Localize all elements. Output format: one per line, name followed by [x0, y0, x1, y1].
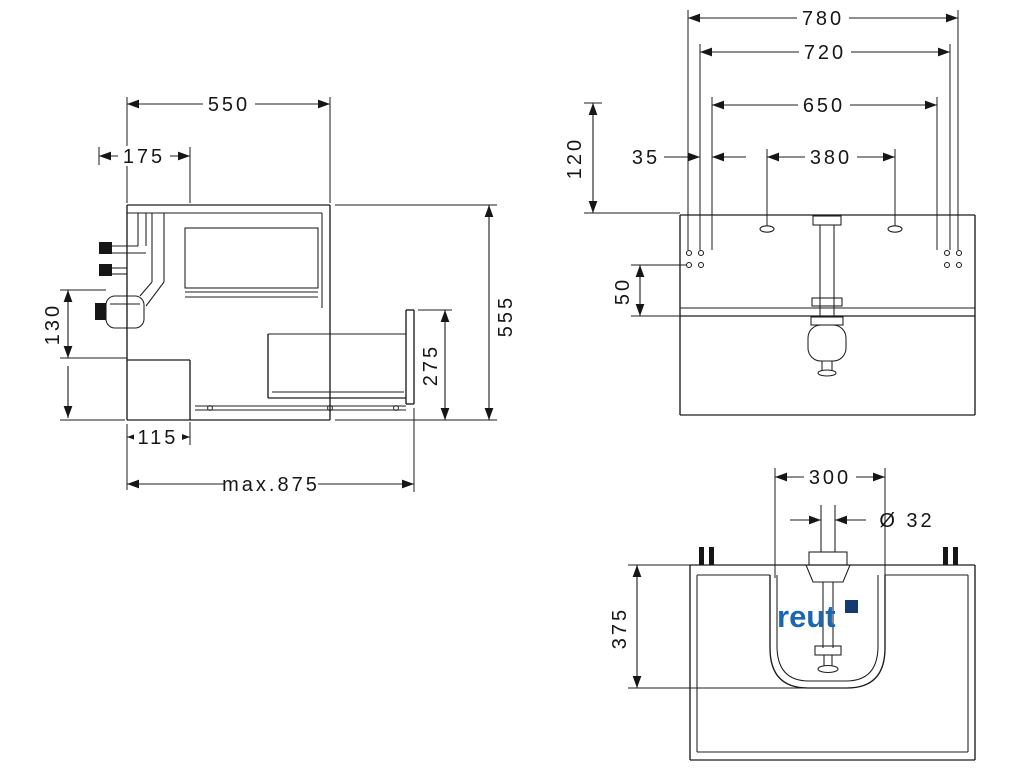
reuter-logo-text: reut	[777, 599, 836, 634]
wall-brackets	[699, 547, 958, 565]
screw-holes	[685, 249, 963, 269]
dim-380: 380	[766, 147, 896, 226]
dim-175-label: 175	[123, 146, 165, 168]
dim-780-label: 780	[802, 8, 844, 30]
dim-115-label: 115	[138, 427, 179, 449]
dim-275-label: 275	[420, 344, 442, 386]
dim-650: 650	[711, 95, 938, 250]
dim-diameter-32: Ø 32	[790, 510, 934, 532]
front-cabinet-outline	[679, 214, 976, 416]
dim-375: 375	[609, 564, 806, 689]
dim-120-label: 120	[564, 137, 586, 179]
basin-bowl	[769, 575, 886, 689]
dim-380-label: 380	[810, 147, 852, 169]
drawer-rails	[195, 405, 406, 411]
dim-550-label: 550	[208, 94, 250, 116]
dim-720: 720	[699, 42, 951, 250]
dim-555-label: 555	[495, 295, 517, 337]
dim-720-label: 720	[804, 42, 846, 64]
cutout-drain-pipe	[805, 505, 851, 674]
water-supply-pipes	[99, 213, 147, 276]
dim-550: 550	[126, 94, 331, 203]
side-view: 550 175 130 115 max.	[42, 94, 517, 496]
dim-650-label: 650	[803, 95, 845, 117]
mounting-slots	[759, 225, 903, 233]
shutoff-valve	[99, 242, 112, 254]
dim-275: 275	[418, 309, 452, 421]
dim-50-label: 50	[612, 277, 634, 305]
dim-35: 35	[632, 147, 746, 169]
front-view: 780 720 650 380 35	[564, 8, 976, 416]
cutout-body-outline	[689, 564, 976, 761]
dim-diameter-label: Ø 32	[879, 510, 934, 532]
drain-siphon	[95, 213, 165, 329]
dim-130: 130	[42, 289, 127, 421]
dim-780: 780	[687, 8, 959, 250]
dim-max875-label: max.875	[222, 474, 320, 496]
shutoff-valve	[99, 264, 112, 276]
dim-300: 300	[774, 467, 886, 578]
dim-50: 50	[612, 264, 686, 317]
dim-175: 175	[98, 146, 191, 203]
dim-300-label: 300	[809, 467, 851, 489]
dim-375-label: 375	[609, 607, 631, 649]
dim-max875: max.875	[127, 408, 415, 496]
reuter-logo-badge	[845, 600, 858, 613]
dim-555: 555	[335, 204, 517, 421]
upper-drawer	[184, 227, 319, 298]
wall-outlet	[95, 303, 106, 320]
cutout-view: 300 Ø 32 375 reut	[609, 467, 976, 761]
dim-120: 120	[564, 102, 680, 214]
dim-115: 115	[126, 422, 191, 490]
dim-35-label: 35	[632, 147, 660, 169]
dim-130-label: 130	[42, 303, 64, 345]
lower-drawer-open	[267, 309, 415, 405]
front-drain-trap	[807, 215, 847, 377]
reuter-watermark: reut	[777, 599, 858, 634]
side-cabinet-outline	[126, 204, 331, 421]
